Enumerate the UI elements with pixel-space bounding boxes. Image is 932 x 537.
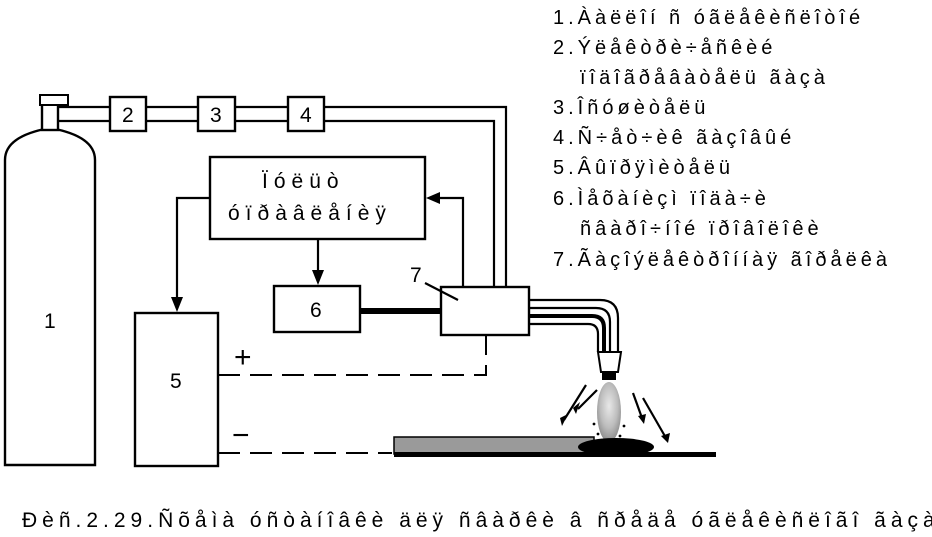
dryer-number: 3 [210,104,222,127]
rectifier-box: 5 + − [133,311,252,468]
legend-item-4: 4.Ñ÷åò÷èê ãàçîâûé [553,125,795,149]
arc-flame [560,382,670,444]
legend-item-7: 7.Ãàçîýëåêòðîííàÿ ãîðåëêà [553,247,891,271]
feeder-number: 6 [310,299,322,322]
legend-item-5: 5.Âûïðÿìèòåëü [553,156,734,179]
meter-number: 4 [300,104,312,127]
gas-meter-box: 4 [286,95,326,133]
figure-caption: Ðèñ.2.29.Ñõåìà óñòàíîâêè äëÿ ñâàðêè â ñð… [22,508,932,532]
legend-item-2-cont: ïîäîãðåâàòåëü ãàçà [580,67,829,89]
gas-dryer-box: 3 [196,95,237,133]
wire-feeder-box: 6 [272,284,442,334]
control-panel-box: Ïóëüò óïðàâëåíèÿ [208,155,427,241]
legend-item-2: 2.Ýëåêòðè÷åñêèé [553,36,776,59]
gas-heater-box: 2 [108,95,148,133]
minus-sign: − [232,419,250,452]
rectifier-number: 5 [170,370,182,393]
legend-item-6: 6.Ìåõàíèçì ïîäà÷è [553,187,770,210]
control-arrows [171,192,465,312]
control-label-line2: óïðàâëåíèÿ [228,202,392,225]
legend-item-1: 1.Ààëëîí ñ óãëåêèñëîòîé [553,6,864,29]
welding-torch: 7 [410,264,623,380]
heater-number: 2 [122,104,134,127]
plus-sign: + [234,341,252,374]
legend-item-3: 3.Îñóøèòåëü [553,96,709,119]
torch-number: 7 [410,264,422,287]
cylinder-number: 1 [44,310,56,333]
electric-cables [218,335,487,454]
gas-line [58,105,508,288]
legend-item-6-cont: ñâàðî÷íîé ïðîâîëîêè [580,218,823,240]
workpiece [393,436,716,457]
gas-cylinder: 1 [3,94,97,467]
legend: 1.Ààëëîí ñ óãëåêèñëîòîé 2.Ýëåêòðè÷åñêèé … [553,6,891,271]
control-label-line1: Ïóëüò [262,170,345,193]
